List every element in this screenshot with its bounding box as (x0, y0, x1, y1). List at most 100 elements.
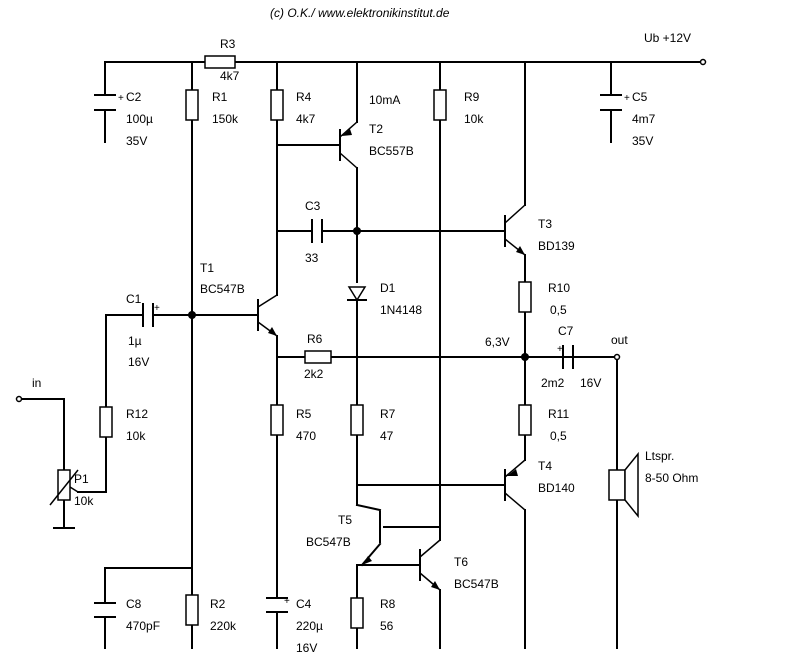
d1-value: 1N4148 (380, 303, 422, 317)
c5-name: C5 (632, 90, 648, 104)
c1-voltage: 16V (128, 355, 149, 369)
resistor-r10 (518, 281, 532, 313)
r10-name: R10 (548, 281, 570, 295)
resistor-r9 (433, 89, 447, 121)
supply-label: Ub +12V (644, 31, 691, 45)
r1-value: 150k (212, 112, 239, 126)
t4-name: T4 (538, 459, 552, 473)
junction-dot (188, 311, 196, 319)
c7-voltage: 16V (580, 376, 601, 390)
p1-value: 10k (74, 494, 94, 508)
transistor-t2-emitter (339, 121, 358, 138)
capacitors: + + + + + (94, 93, 630, 618)
c4-voltage: 16V (296, 641, 317, 655)
resistor-r7 (350, 404, 364, 436)
diode-d1 (347, 286, 367, 302)
r5-name: R5 (296, 407, 312, 421)
speaker-icon (608, 469, 626, 501)
transistor-arrow-icon (268, 327, 277, 336)
c5-value: 4m7 (632, 112, 656, 126)
resistor-r6 (304, 350, 332, 364)
speaker-name: Ltspr. (645, 449, 674, 463)
terminals (15, 58, 707, 403)
transistor-t4-emitter (504, 459, 526, 478)
t2-name: T2 (369, 122, 383, 136)
wiring (21, 61, 701, 649)
transistor-t1-collector (257, 294, 278, 308)
r7-name: R7 (380, 407, 396, 421)
resistor-r1 (185, 89, 199, 121)
resistor-r3 (204, 55, 236, 69)
c2-name: C2 (126, 90, 142, 104)
r11-value: 0,5 (550, 429, 567, 443)
polarity-plus: + (557, 344, 563, 355)
c7-name: C7 (558, 324, 574, 338)
c4-value: 220µ (296, 619, 323, 633)
r8-name: R8 (380, 597, 396, 611)
t6-value: BC547B (454, 577, 499, 591)
transistor-arrow-icon (342, 129, 352, 136)
t1-value: BC547B (200, 282, 245, 296)
t4-value: BD140 (538, 481, 575, 495)
c8-name: C8 (126, 597, 142, 611)
t2-value: BC557B (369, 144, 414, 158)
t5-value: BC547B (306, 535, 351, 549)
t3-name: T3 (538, 217, 552, 231)
diode-icon (347, 286, 367, 302)
polarity-plus: + (154, 303, 160, 314)
transistor-arrow-icon (431, 581, 440, 590)
resistor-r5 (270, 404, 284, 436)
transistor-t6-collector (419, 539, 441, 558)
potentiometer-p1 (57, 469, 71, 501)
wire (355, 503, 382, 512)
resistor-r4 (270, 89, 284, 121)
speaker-value: 8-50 Ohm (645, 471, 698, 485)
resistor-r11 (518, 404, 532, 436)
r2-value: 220k (210, 619, 237, 633)
junction-dot (353, 227, 361, 235)
c1-value: 1µ (128, 334, 142, 348)
output-terminal (613, 353, 621, 361)
r3-name: R3 (220, 37, 236, 51)
c7-value: 2m2 (541, 376, 565, 390)
t1-name: T1 (200, 261, 214, 275)
r8-value: 56 (380, 619, 394, 633)
polarity-plus: + (624, 93, 630, 104)
r4-value: 4k7 (296, 112, 316, 126)
r10-value: 0,5 (550, 303, 567, 317)
polarity-plus: + (118, 93, 124, 104)
supply-terminal (699, 58, 707, 66)
c3-value: 33 (305, 251, 319, 265)
r1-name: R1 (212, 90, 228, 104)
r5-value: 470 (296, 429, 316, 443)
r7-value: 47 (380, 429, 394, 443)
c5-voltage: 35V (632, 134, 653, 148)
r6-name: R6 (307, 332, 323, 346)
t3-value: BD139 (538, 239, 575, 253)
resistors (49, 55, 639, 629)
r11-name: R11 (548, 407, 569, 421)
t6-name: T6 (454, 555, 468, 569)
resistor-r2 (185, 594, 199, 626)
c8-value: 470pF (126, 619, 160, 633)
t5-name: T5 (338, 513, 352, 527)
transistor-t2-collector (339, 152, 358, 169)
r12-value: 10k (126, 429, 146, 443)
resistor-r8 (350, 597, 364, 629)
potentiometer-wiper (69, 486, 79, 493)
r9-value: 10k (464, 112, 484, 126)
transistors (257, 121, 526, 591)
c1-name: C1 (126, 292, 142, 306)
r2-name: R2 (210, 597, 226, 611)
r12-name: R12 (126, 407, 148, 421)
r9-name: R9 (464, 90, 480, 104)
transistor-arrow-icon (362, 556, 372, 565)
junction-dot (521, 353, 529, 361)
input-label: in (32, 376, 41, 390)
r6-value: 2k2 (304, 367, 324, 381)
copyright: (c) O.K./ www.elektronikinstitut.de (270, 6, 450, 20)
input-terminal (15, 395, 23, 403)
current-label: 10mA (369, 93, 400, 107)
transistor-arrow-icon (507, 469, 518, 476)
